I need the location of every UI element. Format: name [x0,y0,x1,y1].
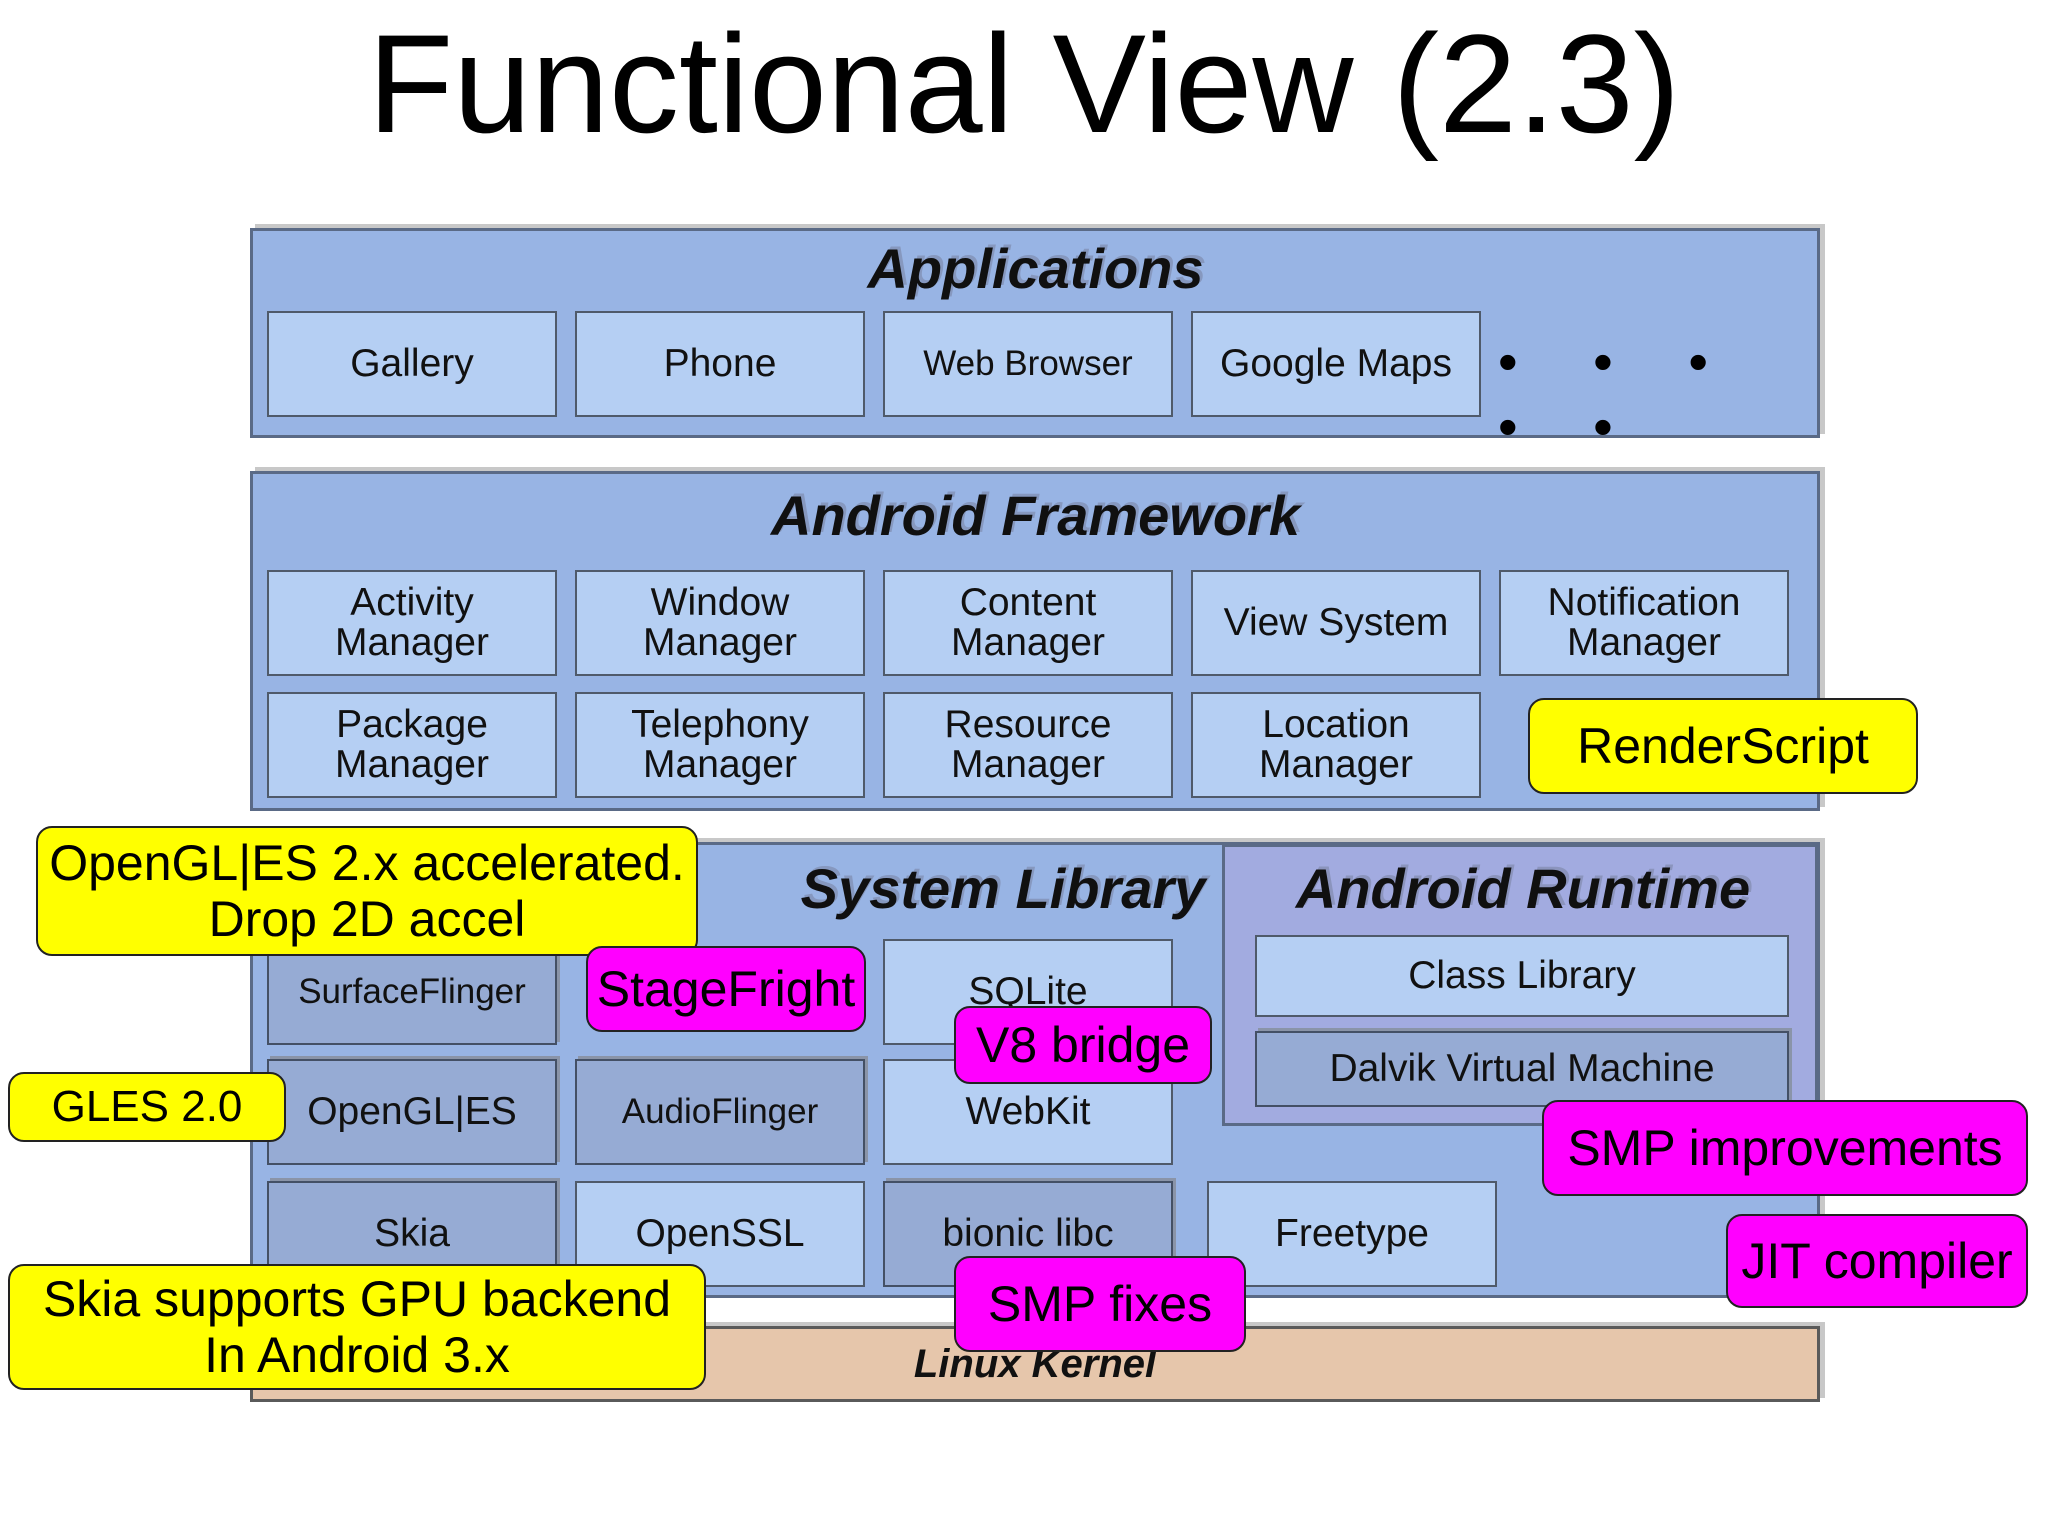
more-apps-ellipsis: • • • • • [1498,330,1738,458]
smp-improvements-note: SMP improvements [1542,1100,2028,1196]
opengl-accelerated-note: OpenGL|ES 2.x accelerated. Drop 2D accel [36,826,698,956]
view-system: View System [1191,570,1481,676]
app-web-browser: Web Browser [883,311,1173,417]
applications-layer: Applications Gallery Phone Web Browser G… [250,228,1820,458]
app-phone: Phone [575,311,865,417]
smp-fixes-note: SMP fixes [954,1256,1246,1352]
window-manager: Window Manager [575,570,865,676]
slide-title: Functional View (2.3) [367,5,1681,162]
freetype-box: Freetype [1207,1181,1497,1287]
stagefright-note: StageFright [586,946,866,1032]
gles-note: GLES 2.0 [8,1072,286,1142]
framework-layer: Android Framework Activity Manager Windo… [250,471,1820,811]
framework-title: Android Framework [771,484,1300,547]
app-google-maps: Google Maps [1191,311,1481,417]
applications-title: Applications [867,237,1204,300]
class-library-box: Class Library [1255,935,1789,1017]
skia-gpu-note: Skia supports GPU backend In Android 3.x [8,1264,706,1390]
package-manager: Package Manager [267,692,557,798]
activity-manager: Activity Manager [267,570,557,676]
dalvik-vm-box: Dalvik Virtual Machine [1255,1031,1789,1107]
resource-manager: Resource Manager [883,692,1173,798]
renderscript-note: RenderScript [1528,698,1918,794]
app-gallery: Gallery [267,311,557,417]
telephony-manager: Telephony Manager [575,692,865,798]
v8-bridge-note: V8 bridge [954,1006,1212,1084]
jit-compiler-note: JIT compiler [1726,1214,2028,1308]
system-library-title: System Library [800,857,1206,920]
audioflinger-box: AudioFlinger [575,1059,865,1165]
android-runtime-title: Android Runtime [1295,857,1751,920]
android-runtime-layer: Android Runtime Class Library Dalvik Vir… [1222,844,1818,1126]
notification-manager: Notification Manager [1499,570,1789,676]
location-manager: Location Manager [1191,692,1481,798]
content-manager: Content Manager [883,570,1173,676]
opengles-box: OpenGL|ES [267,1059,557,1165]
